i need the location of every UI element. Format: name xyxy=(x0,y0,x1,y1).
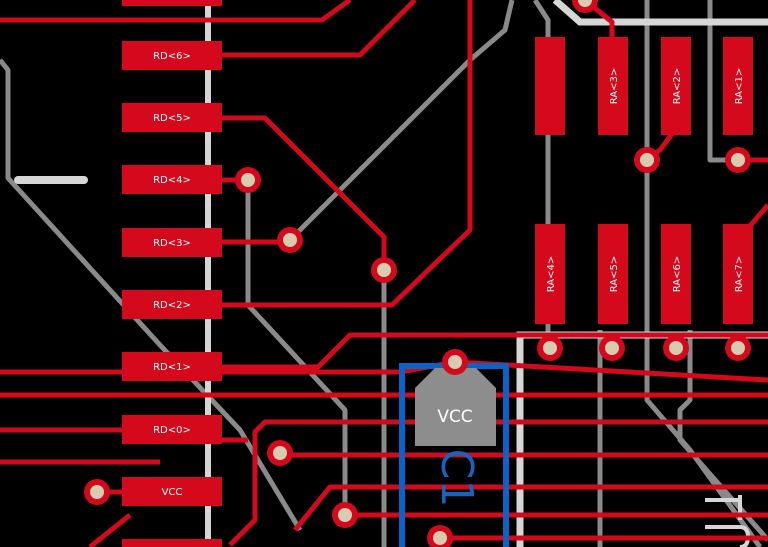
bottom-trace[interactable] xyxy=(0,58,303,532)
via-icon[interactable] xyxy=(371,257,397,283)
top-trace[interactable] xyxy=(160,0,473,308)
header-pad-rd0[interactable]: RD<0> xyxy=(122,415,222,444)
resistor-pad-ra2[interactable] xyxy=(661,37,691,135)
capacitor-designator: C1 xyxy=(431,449,482,508)
resistor-pad-ra4[interactable] xyxy=(535,224,565,324)
smd-pad-icon[interactable] xyxy=(122,165,222,194)
resistor-pad-ra3b[interactable] xyxy=(598,37,628,135)
pad-label: RA<4> xyxy=(546,256,557,293)
pad-label: RA<7> xyxy=(734,256,745,293)
top-trace[interactable] xyxy=(0,0,352,23)
resistor-pad-ra1[interactable] xyxy=(723,37,753,135)
via-icon[interactable] xyxy=(427,525,453,547)
pad-label: RA<3> xyxy=(609,68,620,105)
smd-pad-icon[interactable] xyxy=(122,290,222,319)
smd-pad-icon[interactable] xyxy=(122,352,222,381)
via-icon[interactable] xyxy=(572,0,598,13)
via-icon[interactable] xyxy=(442,349,468,375)
resistor-pad-ra6[interactable] xyxy=(661,224,691,324)
pad-label: RA<1> xyxy=(734,68,745,105)
pad-label: VCC xyxy=(162,487,183,498)
pad-label: RD<4> xyxy=(153,175,191,186)
capacitor-pad-label: VCC xyxy=(437,407,472,427)
pad-label: RA<6> xyxy=(672,256,683,293)
capacitor-c1[interactable]: VCC C1 xyxy=(399,363,509,547)
smd-pad-icon[interactable] xyxy=(122,415,222,444)
header-pad-rd3[interactable]: RD<3> xyxy=(122,228,222,257)
pad-label: RD<3> xyxy=(153,238,191,249)
resistor-pad-ra5[interactable] xyxy=(598,224,628,324)
top-trace[interactable] xyxy=(160,0,417,58)
pad-label: RD<6> xyxy=(153,51,191,62)
smd-pad-icon[interactable] xyxy=(122,228,222,257)
via-icon[interactable] xyxy=(663,335,689,361)
resistor-pad-ra3[interactable] xyxy=(535,37,565,135)
via-icon[interactable] xyxy=(277,227,303,253)
smd-pad-icon[interactable] xyxy=(122,41,222,70)
via-icon[interactable] xyxy=(332,502,358,528)
top-trace[interactable] xyxy=(88,513,132,547)
capacitor-pad-vcc[interactable] xyxy=(415,368,496,446)
via-icon[interactable] xyxy=(599,335,625,361)
smd-pad-icon[interactable] xyxy=(122,477,222,506)
smd-pad[interactable] xyxy=(122,539,222,547)
pad-label: RA<2> xyxy=(672,68,683,105)
header-pad-rd5[interactable]: RD<5> xyxy=(122,103,222,132)
via-icon[interactable] xyxy=(634,147,660,173)
top-trace[interactable] xyxy=(293,484,768,532)
via-icon[interactable] xyxy=(725,335,751,361)
header-pad-rd4[interactable]: RD<4> xyxy=(122,165,222,194)
pad-label: RD<5> xyxy=(153,113,191,124)
header-pads: RD<6> RD<5> RD<4> RD<3> RD<2> RD<1> RD<0… xyxy=(122,0,222,547)
ic-designator-mark xyxy=(705,495,742,520)
header-pad-rd2[interactable]: RD<2> xyxy=(122,290,222,319)
pad-label: RD<2> xyxy=(153,300,191,311)
resistor-pad-ra7[interactable] xyxy=(723,224,753,324)
top-trace[interactable] xyxy=(160,332,768,370)
resistor-pads: RA<3> RA<2> RA<1> RA<4> RA<5> RA<6> RA<7… xyxy=(535,37,753,324)
header-pad-rd1[interactable]: RD<1> xyxy=(122,352,222,381)
smd-pad[interactable] xyxy=(122,0,222,6)
via-icon[interactable] xyxy=(537,335,563,361)
bottom-trace[interactable] xyxy=(288,0,515,242)
pad-label: RA<5> xyxy=(609,256,620,293)
pad-label: RD<0> xyxy=(153,425,191,436)
via-icon[interactable] xyxy=(235,167,261,193)
header-pad-rd6[interactable]: RD<6> xyxy=(122,41,222,70)
via-icon[interactable] xyxy=(267,440,293,466)
header-pad-vcc[interactable]: VCC xyxy=(122,477,222,506)
via-icon[interactable] xyxy=(725,147,751,173)
smd-pad-icon[interactable] xyxy=(122,103,222,132)
via-icon[interactable] xyxy=(84,479,110,505)
pad-label: RD<1> xyxy=(153,362,191,373)
resistor-array-outline xyxy=(552,0,768,26)
vias xyxy=(84,0,751,547)
